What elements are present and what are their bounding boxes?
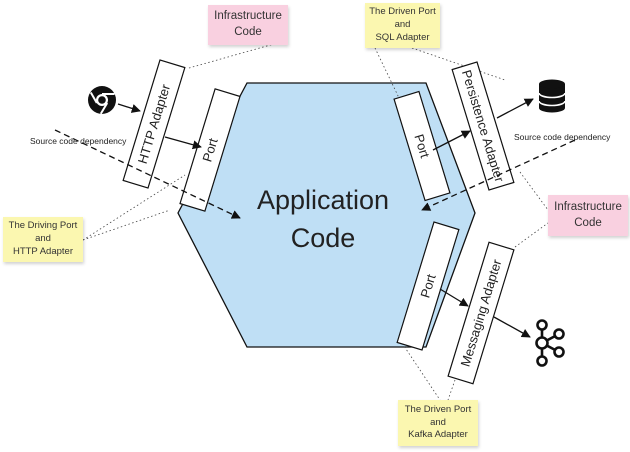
driven-kafka-note: The Driven Port and Kafka Adapter xyxy=(398,400,478,446)
bottom-right-port-box: Port xyxy=(396,221,460,351)
http-adapter-to-port-arrow xyxy=(164,136,202,150)
bottom-right-port-label: Port xyxy=(417,272,438,300)
database-icon xyxy=(538,79,566,113)
left-dependency-label: Source code dependency xyxy=(30,136,127,146)
application-core-hexagon xyxy=(177,82,476,348)
messaging-adapter-to-kafka-arrow xyxy=(493,316,531,338)
port-to-persistence-adapter-arrow xyxy=(432,130,471,151)
messaging-adapter-box: Messaging Adapter xyxy=(447,241,515,385)
application-code-line1: Application xyxy=(257,185,389,215)
port-to-messaging-adapter-arrow xyxy=(439,288,469,307)
right-dependency-arrow xyxy=(421,139,576,211)
top-right-port-box: Port xyxy=(393,90,451,202)
chrome-browser-icon xyxy=(88,86,116,115)
top-right-port-label: Port xyxy=(411,132,432,160)
left-port-box: Port xyxy=(179,88,241,212)
left-port-label: Port xyxy=(199,136,220,164)
grouping-dotted-lines xyxy=(82,39,549,401)
application-code-line2: Code xyxy=(291,223,356,253)
persistence-adapter-box: Persistence Adapter xyxy=(451,61,515,191)
dependency-arrows xyxy=(54,129,576,219)
browser-to-http-adapter-arrow xyxy=(117,103,141,113)
kafka-icon xyxy=(535,319,565,367)
infrastructure-code-note-right: Infrastructure Code xyxy=(548,195,628,236)
infrastructure-code-note-top: Infrastructure Code xyxy=(208,5,288,45)
driving-http-note: The Driving Port and HTTP Adapter xyxy=(3,217,83,262)
persistence-adapter-to-database-arrow xyxy=(496,98,534,119)
right-dependency-label: Source code dependency xyxy=(514,132,611,142)
left-dependency-arrow xyxy=(54,129,241,219)
http-adapter-box: HTTP Adapter xyxy=(122,59,186,189)
call-arrows xyxy=(117,98,534,338)
driven-sql-note: The Driven Port and SQL Adapter xyxy=(365,3,440,48)
